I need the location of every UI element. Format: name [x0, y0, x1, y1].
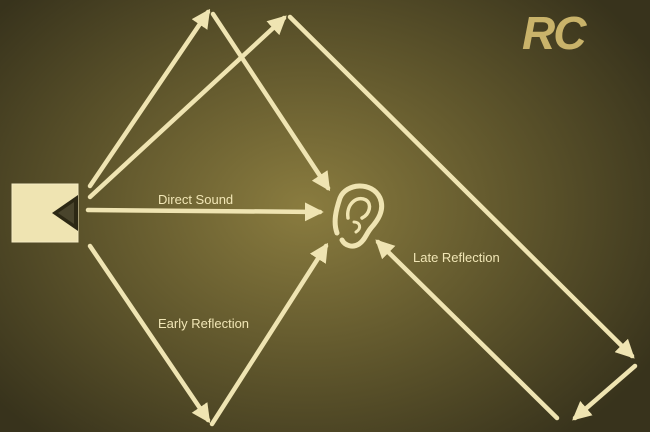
early-reflection-top-up-arrow — [87, 8, 211, 189]
late-reflection-up-arrow — [87, 15, 287, 200]
late-reflection-short-arrow — [572, 363, 638, 421]
late-reflection-label: Late Reflection — [413, 250, 500, 265]
ear-icon — [332, 183, 385, 249]
direct-sound-label: Direct Sound — [158, 192, 234, 207]
rc-logo: RC — [522, 7, 586, 59]
speaker-icon — [11, 183, 79, 243]
early-reflection-bottom-down-arrow — [87, 243, 211, 424]
early-reflection-bottom-up-arrow — [209, 242, 329, 427]
direct-sound-arrow — [85, 202, 324, 222]
early-reflection-label: Early Reflection — [158, 316, 250, 331]
late-reflection-diagonal-arrow — [287, 14, 635, 359]
late-reflection-return-arrow — [375, 239, 560, 421]
early-reflection-top-down-arrow — [210, 11, 331, 192]
